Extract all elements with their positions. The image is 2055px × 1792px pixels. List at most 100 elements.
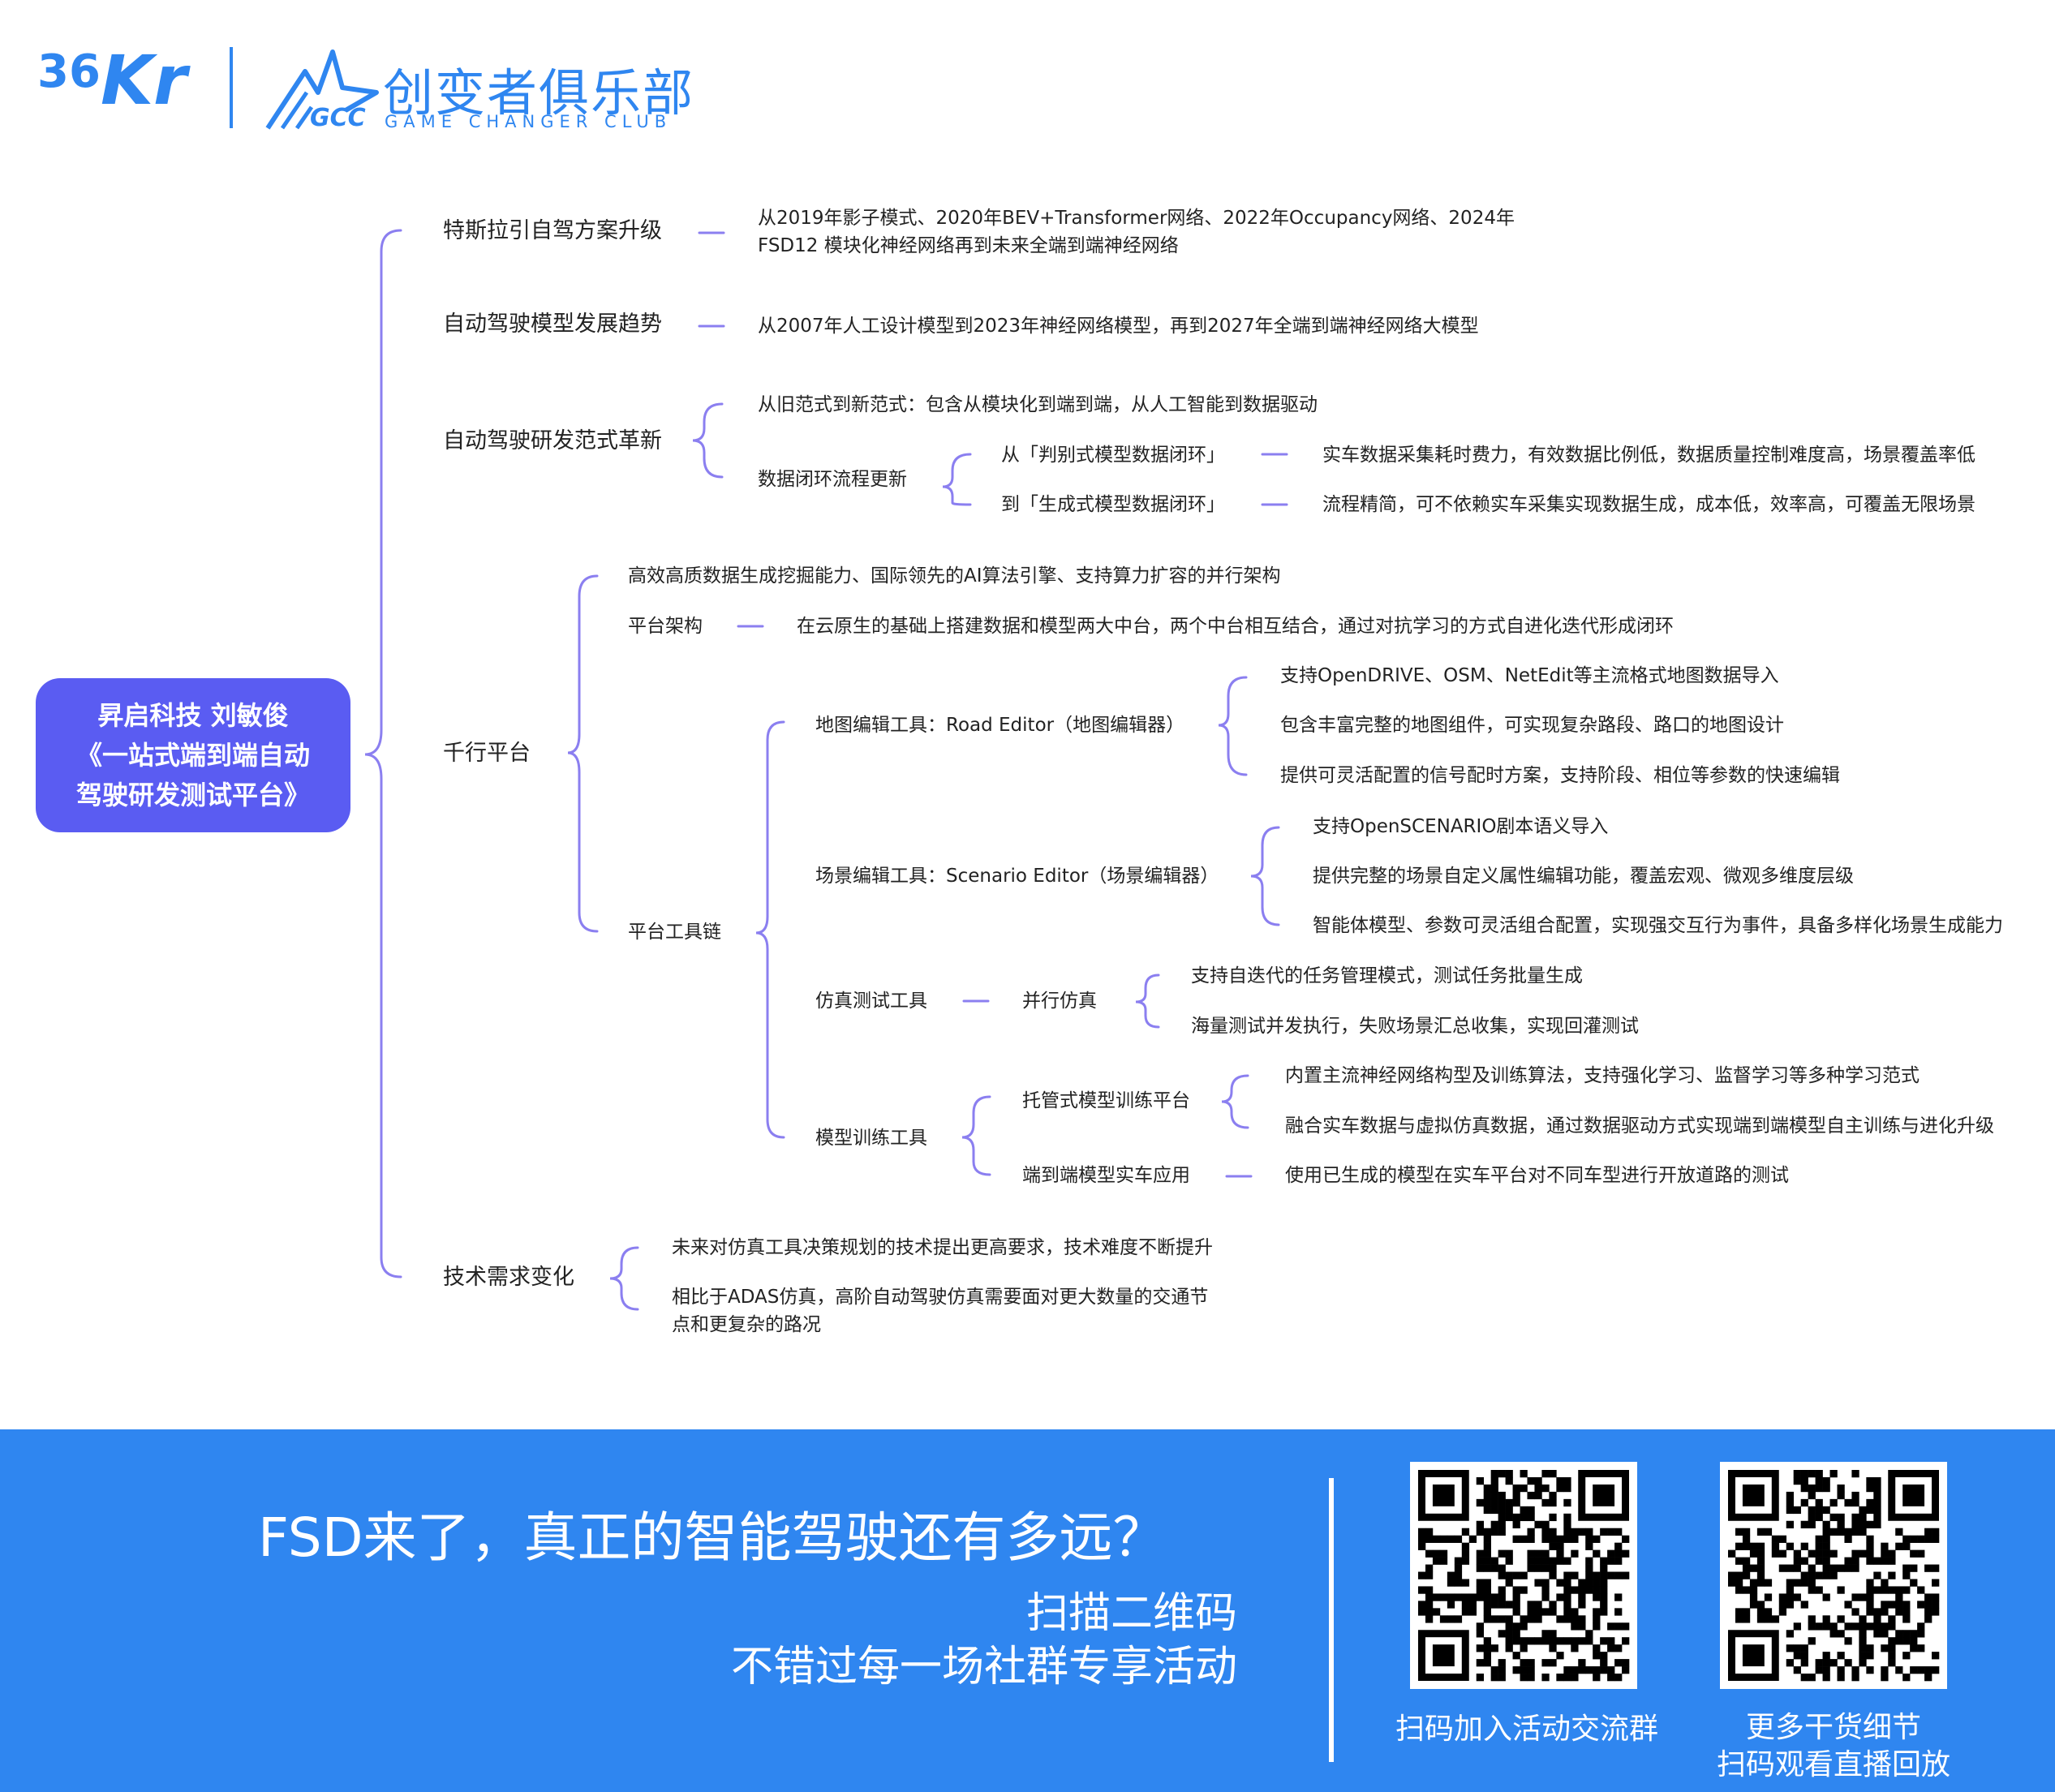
qr-module — [1432, 1557, 1441, 1565]
qr-module — [1425, 1593, 1434, 1601]
qr-module — [1866, 1666, 1874, 1674]
qr-module — [1859, 1637, 1867, 1645]
qr-module — [1859, 1644, 1867, 1652]
qr-module — [1910, 1564, 1918, 1572]
qr-module — [1800, 1652, 1808, 1660]
qr-module — [1808, 1506, 1816, 1515]
qr-module — [1728, 1549, 1736, 1558]
qr-finder — [1742, 1644, 1765, 1667]
qr-module — [1425, 1601, 1434, 1609]
qr-module — [1808, 1622, 1816, 1631]
qr-module — [1902, 1674, 1911, 1682]
qr-module — [1844, 1557, 1852, 1565]
qr-module — [1793, 1652, 1801, 1660]
qr-module — [1571, 1637, 1579, 1645]
qr-module — [1512, 1666, 1520, 1674]
qr-module — [1786, 1491, 1794, 1500]
banner-sub-1: 扫描二维码 — [1025, 1589, 1237, 1638]
qr-module — [1512, 1484, 1520, 1493]
node-map-3: 提供可灵活配置的信号配时方案，支持阶段、相位等参数的快速编辑 — [1280, 765, 1840, 786]
qr-module — [1859, 1549, 1867, 1558]
qr-module — [1873, 1506, 1881, 1515]
qr-module — [1844, 1601, 1852, 1609]
qr-module — [1541, 1528, 1550, 1536]
qr-module — [1851, 1528, 1859, 1536]
qr-module — [1932, 1528, 1940, 1536]
qr-module — [1895, 1666, 1903, 1674]
qr-module — [1837, 1528, 1845, 1536]
qr-module — [1520, 1659, 1528, 1667]
qr-module — [1932, 1593, 1940, 1601]
root-line-3: 驾驶研发测试平台》 — [75, 779, 310, 810]
train-bracket — [961, 1095, 991, 1176]
qr-module — [1527, 1476, 1535, 1485]
qr-module — [1800, 1579, 1808, 1587]
node-e2e-desc: 使用已生成的模型在实车平台对不同车型进行开放道路的测试 — [1285, 1165, 1789, 1186]
qr-module — [1454, 1535, 1463, 1543]
qr-module — [1505, 1513, 1513, 1522]
qr-module — [1764, 1579, 1773, 1587]
qr-module — [1556, 1542, 1564, 1550]
qr-module — [1786, 1542, 1794, 1550]
node-scenario-3: 智能体模型、参数可灵活组合配置，实现强交互行为事件，具备多样化场景生成能力 — [1313, 915, 2003, 936]
qr-module — [1498, 1666, 1506, 1674]
qr-module — [1851, 1549, 1859, 1558]
qr-module — [1476, 1674, 1484, 1682]
qr-module — [1498, 1520, 1506, 1529]
qr-module — [1607, 1666, 1615, 1674]
qr-module — [1800, 1542, 1808, 1550]
qr-module — [1563, 1513, 1571, 1522]
qr-module — [1476, 1564, 1484, 1572]
qr-module — [1541, 1520, 1550, 1529]
qr-module — [1859, 1622, 1867, 1631]
qr-module — [1866, 1498, 1874, 1507]
qr-module — [1425, 1549, 1434, 1558]
qr-module — [1549, 1571, 1557, 1579]
qr-module — [1614, 1593, 1623, 1601]
qr-module — [1563, 1484, 1571, 1493]
qr-module — [1418, 1571, 1426, 1579]
qr-module — [1512, 1630, 1520, 1638]
qr-module — [1829, 1630, 1838, 1638]
qr-module — [1808, 1674, 1816, 1682]
qr-module — [1585, 1637, 1593, 1645]
qr-module — [1881, 1549, 1889, 1558]
qr-module — [1742, 1586, 1751, 1594]
qr-module — [1910, 1666, 1918, 1674]
qr-code-replay[interactable] — [1720, 1462, 1947, 1689]
qr-code-community[interactable] — [1410, 1462, 1637, 1689]
qr-module — [1808, 1491, 1816, 1500]
qr-module — [1498, 1549, 1506, 1558]
qr-module — [1585, 1571, 1593, 1579]
qr-module — [1786, 1586, 1794, 1594]
qr-module — [1749, 1601, 1758, 1609]
toolchain-bracket — [755, 720, 785, 1139]
qr-module — [1512, 1601, 1520, 1609]
qr-module — [1844, 1622, 1852, 1631]
qr-module — [1895, 1608, 1903, 1616]
qr-module — [1520, 1470, 1528, 1478]
qr-module — [1512, 1535, 1520, 1543]
qr-module — [1793, 1549, 1801, 1558]
qr-module — [1888, 1586, 1896, 1594]
qr-module — [1468, 1601, 1477, 1609]
qr-module — [1454, 1593, 1463, 1601]
qr-module — [1844, 1637, 1852, 1645]
qr-module — [1541, 1498, 1550, 1507]
qr-module — [1505, 1571, 1513, 1579]
qr-module — [1571, 1615, 1579, 1623]
qr-module — [1549, 1557, 1557, 1565]
node-train-1: 内置主流神经网络构型及训练算法，支持强化学习、监督学习等多种学习范式 — [1285, 1065, 1920, 1086]
qr-module — [1461, 1528, 1470, 1536]
qr-module — [1888, 1659, 1896, 1667]
qr-module — [1851, 1622, 1859, 1631]
qr-module — [1888, 1652, 1896, 1660]
qr-module — [1902, 1542, 1911, 1550]
qr-module — [1924, 1564, 1932, 1572]
qr-module — [1490, 1520, 1498, 1529]
qr-module — [1793, 1557, 1801, 1565]
qr-module — [1593, 1549, 1601, 1558]
qr-module — [1607, 1571, 1615, 1579]
qr-module — [1476, 1557, 1484, 1565]
qr-module — [1866, 1542, 1874, 1550]
